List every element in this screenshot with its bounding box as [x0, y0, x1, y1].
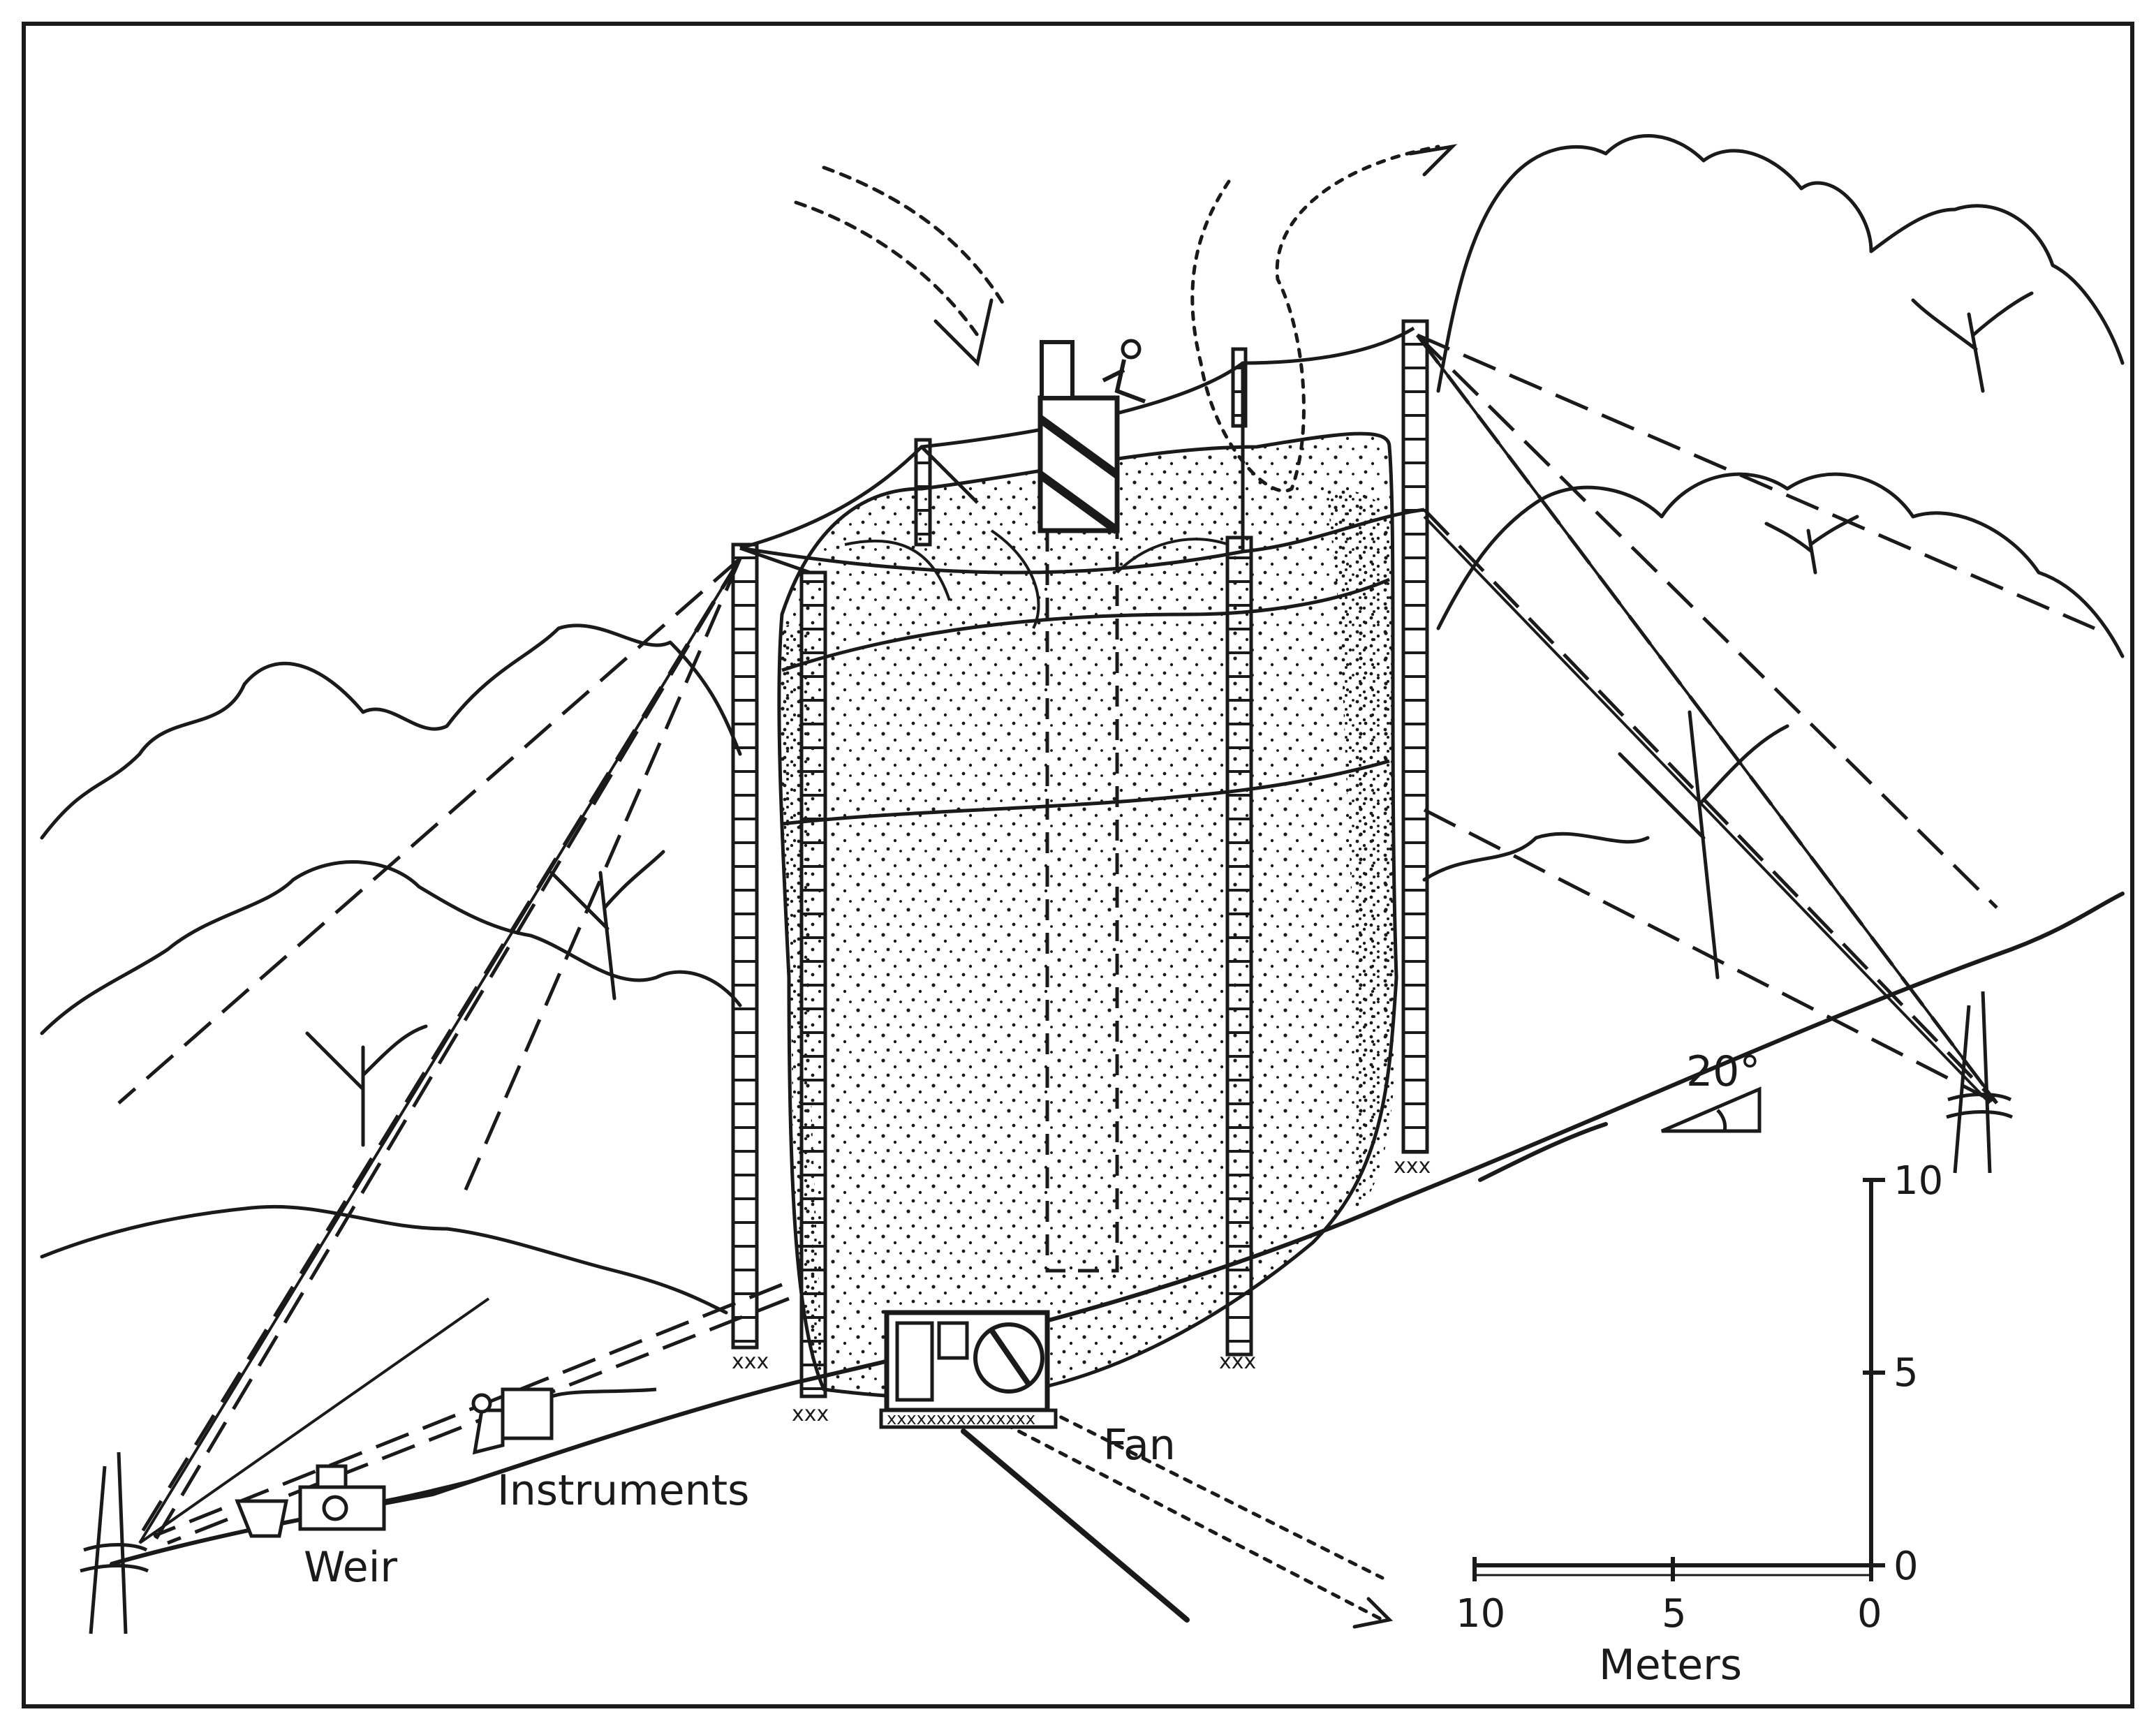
scale-v-tick-5: 5 [1893, 1350, 1919, 1396]
svg-text:xxx: xxx [1219, 1350, 1256, 1374]
vegetation-background [40, 134, 2125, 1315]
left-anchor-stump [80, 1452, 149, 1634]
airflow-arrows [794, 144, 1458, 1629]
platform-tower [1038, 339, 1146, 1273]
enclosure-curtain [777, 431, 1398, 1400]
svg-text:xxxxxxxxxxxxxxx: xxxxxxxxxxxxxxx [887, 1409, 1035, 1428]
scale-h-tick-0: 0 [1857, 1591, 1882, 1637]
outflow-circle [1190, 145, 1440, 493]
tower-back-left: xxx [792, 570, 829, 1426]
instruments-label: Instruments [497, 1466, 749, 1515]
tree-left [305, 1024, 428, 1147]
scale-h-tick-10: 10 [1456, 1591, 1505, 1637]
tree-right-2 [1911, 291, 2034, 393]
fan-exhaust-arrow [1003, 1408, 1385, 1622]
guy-wires-left [117, 557, 790, 1545]
slope-indicator [1661, 1086, 1762, 1133]
weir-equipment [235, 1464, 475, 1538]
scale-h-tick-5: 5 [1662, 1591, 1687, 1637]
tower-front-right: xxx [1219, 536, 1256, 1374]
tree-right [1618, 710, 1789, 980]
anchor-lines-right [1416, 334, 1998, 1105]
anchor-stumps [80, 991, 2014, 1634]
svg-text:xxx: xxx [1394, 1154, 1431, 1179]
tower-back-center [914, 438, 932, 547]
left-valley-line [40, 1204, 728, 1315]
instruments-equipment [471, 1387, 657, 1455]
person-icon [1121, 339, 1142, 360]
scale-v-tick-10: 10 [1893, 1158, 1943, 1204]
scale-v-tick-0: 0 [1893, 1544, 1919, 1589]
right-tree-canopy [1436, 134, 2125, 393]
scale-bar [1472, 1178, 1885, 1581]
tree-center-right [1764, 515, 1859, 575]
anchor-lines-left [138, 557, 741, 1544]
right-anchor-stump [1946, 991, 2014, 1174]
fan-unit: xxxxxxxxxxxxxxx [879, 1310, 1058, 1429]
tower-back-right: xxx [1394, 319, 1431, 1179]
slope-angle-label: 20° [1686, 1047, 1760, 1096]
weir-label: Weir [304, 1543, 397, 1592]
left-hill-lower [40, 860, 742, 1035]
fan-icon [973, 1322, 1044, 1394]
right-slope-shrubs [1422, 832, 1650, 882]
operator-icon [471, 1393, 492, 1414]
fan-label: Fan [1103, 1421, 1176, 1470]
svg-text:xxx: xxx [732, 1350, 769, 1374]
tower-front-left: xxx [731, 542, 769, 1374]
figure-frame [22, 22, 2134, 1708]
curtain-dense-edge-right [1327, 489, 1396, 1215]
scale-unit-label: Meters [1599, 1641, 1742, 1690]
tower-back-mid [1231, 347, 1248, 428]
guy-wires-right [1416, 333, 2095, 1105]
svg-text:xxx: xxx [792, 1402, 829, 1426]
curtain-fill [777, 431, 1398, 1400]
right-tree-canopy-lower [1436, 472, 2125, 658]
towers: xxx xxx xxx xxx [731, 319, 1431, 1426]
tree-left-2 [549, 850, 665, 1000]
left-hill-canopy [40, 623, 742, 840]
inflow-arrow [794, 200, 980, 337]
